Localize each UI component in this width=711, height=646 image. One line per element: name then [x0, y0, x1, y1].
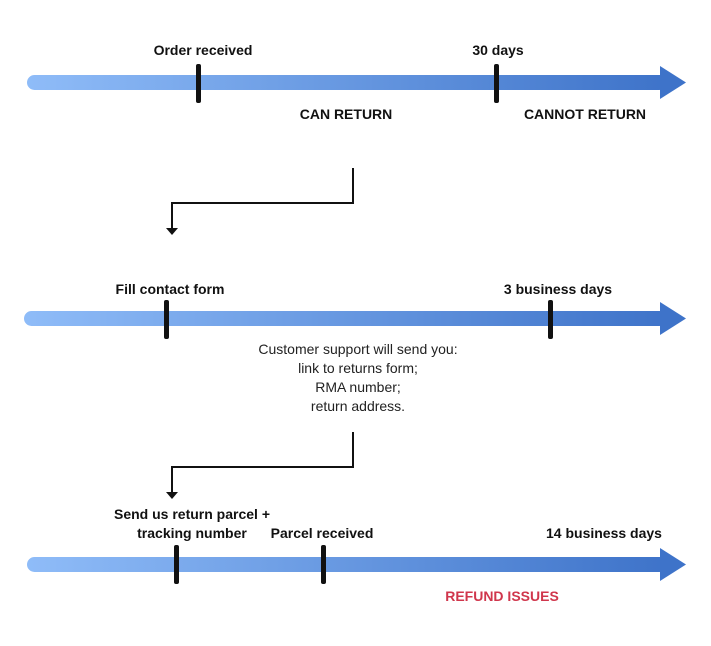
support-info-line: RMA number;: [315, 379, 401, 395]
cannot-return-label: CANNOT RETURN: [524, 106, 646, 122]
fill-contact-form-label: Fill contact form: [116, 281, 225, 297]
send-parcel-label-line: tracking number: [137, 525, 247, 541]
14-business-days-label: 14 business days: [546, 525, 662, 541]
timeline-2: Fill contact form 3 business days Custom…: [24, 281, 686, 414]
timeline-3: Send us return parcel + tracking number …: [27, 506, 686, 604]
timeline-arrowhead: [660, 66, 686, 99]
3-business-days-label: 3 business days: [504, 281, 612, 297]
support-info-text: Customer support will send you: link to …: [258, 341, 457, 414]
30-days-label: 30 days: [472, 42, 524, 58]
send-parcel-label-line: Send us return parcel +: [114, 506, 270, 522]
refund-issues-label: REFUND ISSUES: [445, 588, 559, 604]
fill-contact-form-tick: [164, 300, 169, 339]
connector-1: [166, 168, 354, 235]
connector-line: [171, 168, 354, 229]
support-info-line: link to returns form;: [298, 360, 418, 376]
connector-arrowhead: [166, 492, 178, 499]
order-received-label: Order received: [154, 42, 253, 58]
order-received-tick: [196, 64, 201, 103]
connector-arrowhead: [166, 228, 178, 235]
parcel-received-label: Parcel received: [271, 525, 374, 541]
support-info-line: return address.: [311, 398, 405, 414]
30-days-tick: [494, 64, 499, 103]
can-return-label: CAN RETURN: [300, 106, 393, 122]
timeline-bar: [27, 557, 667, 572]
timeline-arrowhead: [660, 302, 686, 335]
support-info-line: Customer support will send you:: [258, 341, 457, 357]
send-parcel-tick: [174, 545, 179, 584]
connector-line: [171, 432, 354, 493]
timeline-bar: [24, 311, 667, 326]
timeline-bar: [27, 75, 667, 90]
timeline-arrowhead: [660, 548, 686, 581]
3-business-days-tick: [548, 300, 553, 339]
parcel-received-tick: [321, 545, 326, 584]
timeline-1: Order received 30 days CAN RETURN CANNOT…: [27, 42, 686, 122]
connector-2: [166, 432, 354, 499]
